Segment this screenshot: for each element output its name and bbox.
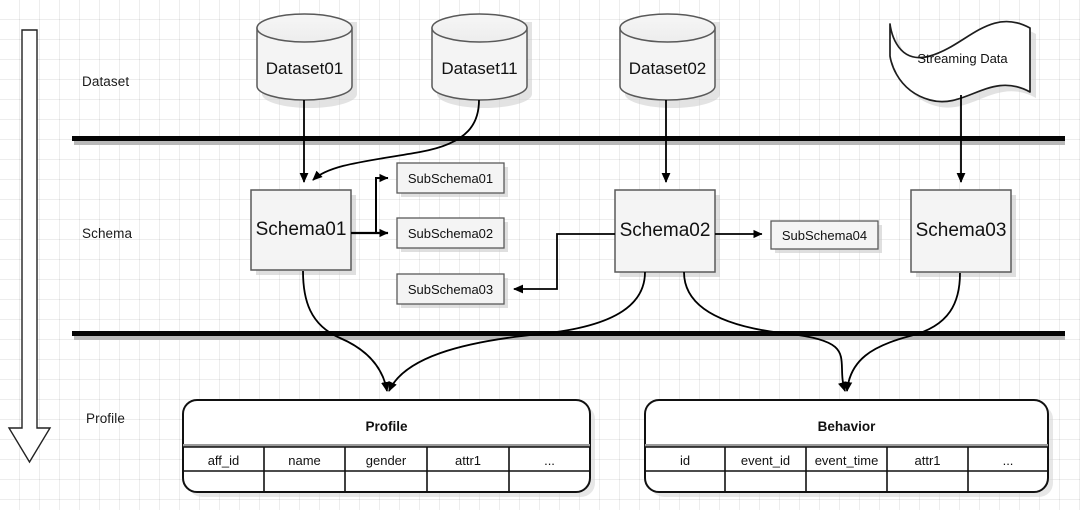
downward-flow-arrow	[7, 29, 52, 464]
schema03-box[interactable]	[910, 189, 1016, 277]
edge-schema01-subschema01	[375, 173, 389, 233]
streaming-data-wave[interactable]	[889, 20, 1036, 108]
dataset11-cylinder[interactable]	[431, 13, 532, 108]
subschema03-box[interactable]	[396, 273, 508, 308]
schema02-box[interactable]	[614, 189, 720, 277]
dataset02-cylinder[interactable]	[619, 13, 720, 108]
lane-label-profile: Profile	[86, 411, 125, 426]
divider-schema-profile	[72, 331, 1065, 340]
edge-schema02-subschema03	[513, 233, 615, 294]
divider-dataset-schema	[72, 136, 1065, 145]
lane-label-dataset: Dataset	[82, 74, 130, 89]
edge-dataset11-schema01	[312, 99, 480, 181]
behavior-table[interactable]	[644, 399, 1053, 497]
edge-schema01-profile	[302, 270, 390, 392]
edge-schema02-behavior	[683, 271, 847, 392]
subschema02-box[interactable]	[396, 217, 508, 252]
dataset01-cylinder[interactable]	[256, 13, 357, 108]
lane-label-schema: Schema	[82, 226, 133, 241]
subschema01-box[interactable]	[396, 162, 508, 197]
profile-table[interactable]	[182, 399, 595, 497]
edge-schema02-profile	[388, 271, 646, 392]
subschema04-box[interactable]	[770, 220, 882, 253]
schema01-box[interactable]	[250, 189, 356, 275]
edge-schema03-behavior	[843, 272, 961, 392]
